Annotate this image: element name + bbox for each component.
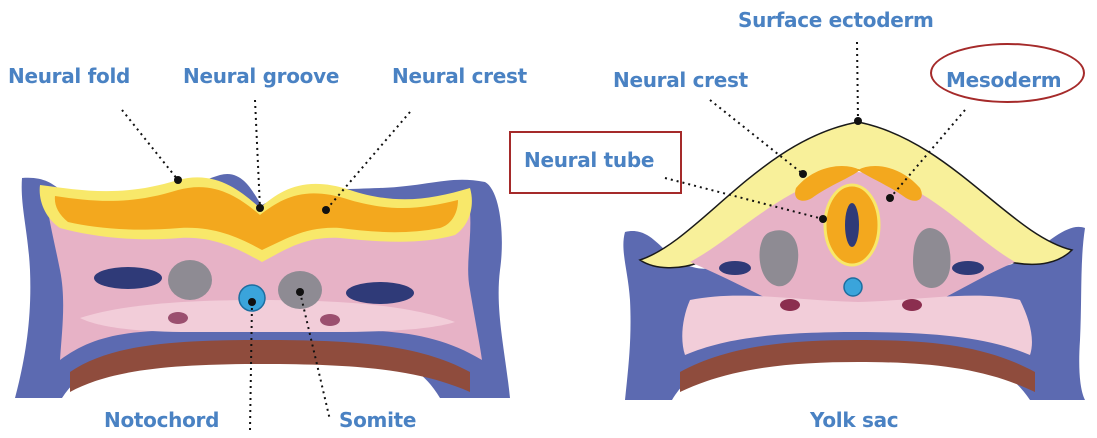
right-slit-right [952,261,984,275]
label-neural-fold: Neural fold [8,64,130,88]
label-yolk-sac: Yolk sac [810,408,898,432]
label-neural-crest-left: Neural crest [392,64,527,88]
right-vessel-left [780,299,800,311]
label-neural-groove: Neural groove [183,64,339,88]
left-vessel-right [320,314,340,326]
label-somite: Somite [339,408,416,432]
right-notochord [844,278,862,296]
right-somite-right [913,228,950,288]
right-embryo-section [623,122,1085,400]
label-neural-crest-right: Neural crest [613,68,748,92]
right-vessel-right [902,299,922,311]
label-mesoderm: Mesoderm [946,68,1061,92]
label-neural-tube: Neural tube [524,148,654,172]
right-slit-left [719,261,751,275]
left-dark-slit-left [94,267,162,289]
label-surface-ectoderm: Surface ectoderm [738,8,934,32]
label-notochord: Notochord [104,408,219,432]
left-somite-left [168,260,212,300]
right-neural-tube-lumen [845,203,859,247]
left-dark-slit-right [346,282,414,304]
left-vessel-left [168,312,188,324]
